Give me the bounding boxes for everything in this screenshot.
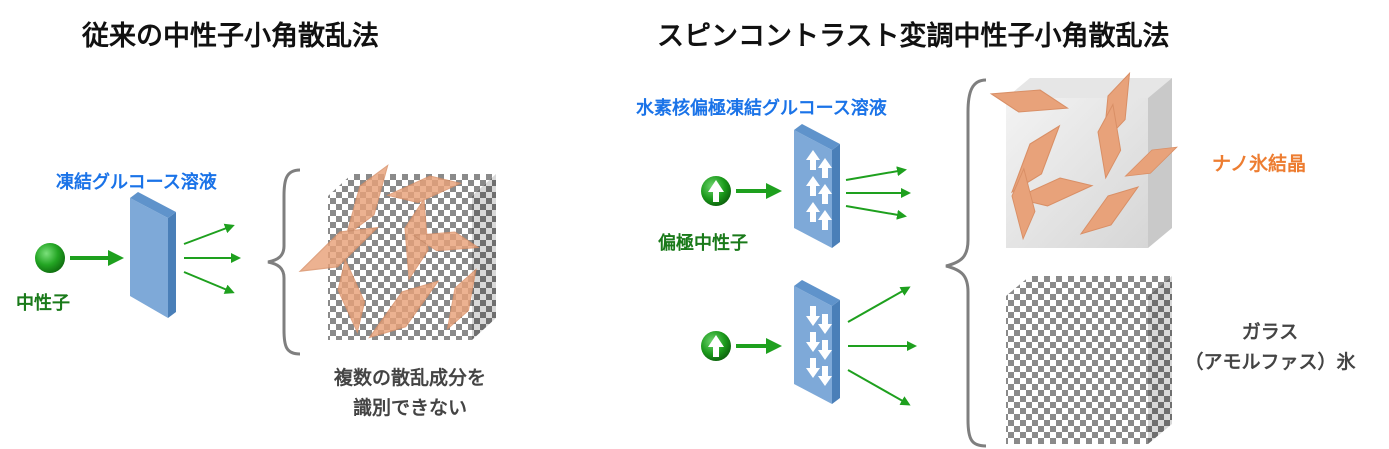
spin-up-arrow-icon [806,150,832,230]
right-solution-label: 水素核偏極凍結グルコース溶液 [636,98,887,119]
polarized-sample-plate-top [794,124,840,248]
spin-down-arrow-icon [806,306,832,386]
left-neutron-label: 中性子 [16,293,70,314]
left-solution-label: 凍結グルコース溶液 [56,172,217,193]
glass-line-1: ガラス [1241,321,1299,343]
glass-line-2: （アモルファス）氷 [1184,351,1356,373]
left-title: 従来の中性子小角散乱法 [82,21,379,52]
left-mixed-cube [299,151,496,349]
polarized-incident-arrow [736,183,782,199]
glass-ice-cube [1006,276,1172,444]
incident-arrow [70,250,124,266]
nano-ice-label: ナノ氷結晶 [1212,153,1307,175]
polarized-incident-arrow-bottom [736,338,782,354]
result-label: 複数の散乱成分を 識別できない [300,363,520,423]
left-bracket-icon [267,168,301,356]
left-scatter-arrows [183,223,241,294]
neutron-sphere-icon [35,243,65,273]
left-sample-plate [130,192,176,318]
right-title: スピンコントラスト変調中性子小角散乱法 [657,21,1170,52]
right-bracket-icon [945,78,987,448]
glass-ice-label: ガラス （アモルファス）氷 [1180,317,1360,377]
result-line-1: 複数の散乱成分を [333,367,486,389]
bottom-scatter-arrows [847,286,917,406]
right-neutron-label: 偏極中性子 [658,233,748,254]
polarized-neutron-icon [701,176,731,206]
result-line-2: 識別できない [352,397,467,419]
top-scatter-arrows [845,166,911,220]
polarized-neutron-icon-bottom [701,331,731,361]
polarized-sample-plate-bottom [794,280,840,404]
nano-ice-cube [988,63,1178,248]
